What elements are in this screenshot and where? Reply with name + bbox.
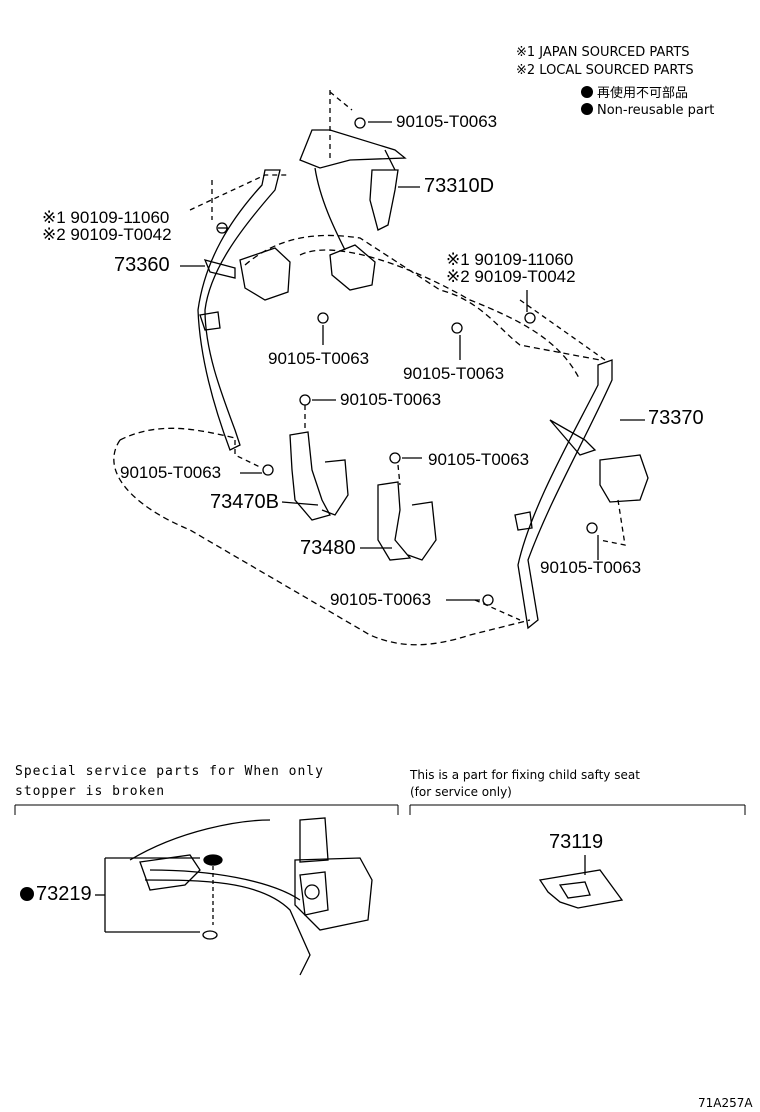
part-label-90109-left-jp[interactable]: ※1 90109-11060 <box>42 208 170 227</box>
non-reusable-dot-icon <box>581 86 593 98</box>
part-label-90105-mid-left[interactable]: 90105-T0063 <box>268 349 370 368</box>
legend-japan: ※1 JAPAN SOURCED PARTS <box>516 45 690 60</box>
right-retractor <box>599 454 649 503</box>
left-retractor <box>239 247 291 301</box>
left-belt <box>197 169 281 451</box>
legend-non-reusable-en: Non-reusable part <box>581 103 714 118</box>
seat-outline <box>113 234 601 646</box>
part-label-90105-right-lower[interactable]: 90105-T0063 <box>540 558 642 577</box>
part-label-90105-center[interactable]: 90105-T0063 <box>340 390 442 409</box>
right-belt <box>517 359 613 630</box>
stopper-belt-detail <box>129 819 311 976</box>
child-seat-note-line1: This is a part for fixing child safty se… <box>410 768 640 782</box>
legend-non-reusable-jp: 再使用不可部品 <box>581 82 688 101</box>
buckle-73480 <box>377 481 412 561</box>
non-reusable-dot-icon <box>581 103 593 115</box>
part-label-90105-center-lower[interactable]: 90105-T0063 <box>428 450 530 469</box>
part-label-73310d[interactable]: 73310D <box>424 175 495 197</box>
stopper-note-line1: Special service parts for When only <box>15 764 324 779</box>
part-label-73360[interactable]: 73360 <box>114 254 170 276</box>
part-label-90109-right-local[interactable]: ※2 90109-T0042 <box>446 267 576 286</box>
part-label-90105-mid-right[interactable]: 90105-T0063 <box>403 364 505 383</box>
center-retractor <box>329 244 376 291</box>
part-label-73219[interactable]: 73219 <box>20 883 92 906</box>
center-belt-anchor <box>299 129 407 169</box>
child-seat-plate <box>538 869 624 909</box>
part-label-73480[interactable]: 73480 <box>300 537 356 559</box>
part-label-90109-right-jp[interactable]: ※1 90109-11060 <box>446 250 574 269</box>
illustration-code: 71A257A <box>698 1096 753 1110</box>
legend-local: ※2 LOCAL SOURCED PARTS <box>516 63 694 78</box>
part-label-90105-left-lower[interactable]: 90105-T0063 <box>120 463 222 482</box>
non-reusable-dot-icon <box>20 887 34 901</box>
part-label-90109-left-local[interactable]: ※2 90109-T0042 <box>42 225 172 244</box>
part-label-90105-top[interactable]: 90105-T0063 <box>396 112 498 131</box>
stopper-note-line2: stopper is broken <box>15 784 166 799</box>
part-label-73470b[interactable]: 73470B <box>210 491 279 513</box>
part-label-90105-bottom[interactable]: 90105-T0063 <box>330 590 432 609</box>
part-label-73119[interactable]: 73119 <box>549 831 604 853</box>
buckle-73470b <box>289 431 331 521</box>
part-label-73370[interactable]: 73370 <box>648 407 704 429</box>
child-seat-note-line2: (for service only) <box>410 785 512 799</box>
